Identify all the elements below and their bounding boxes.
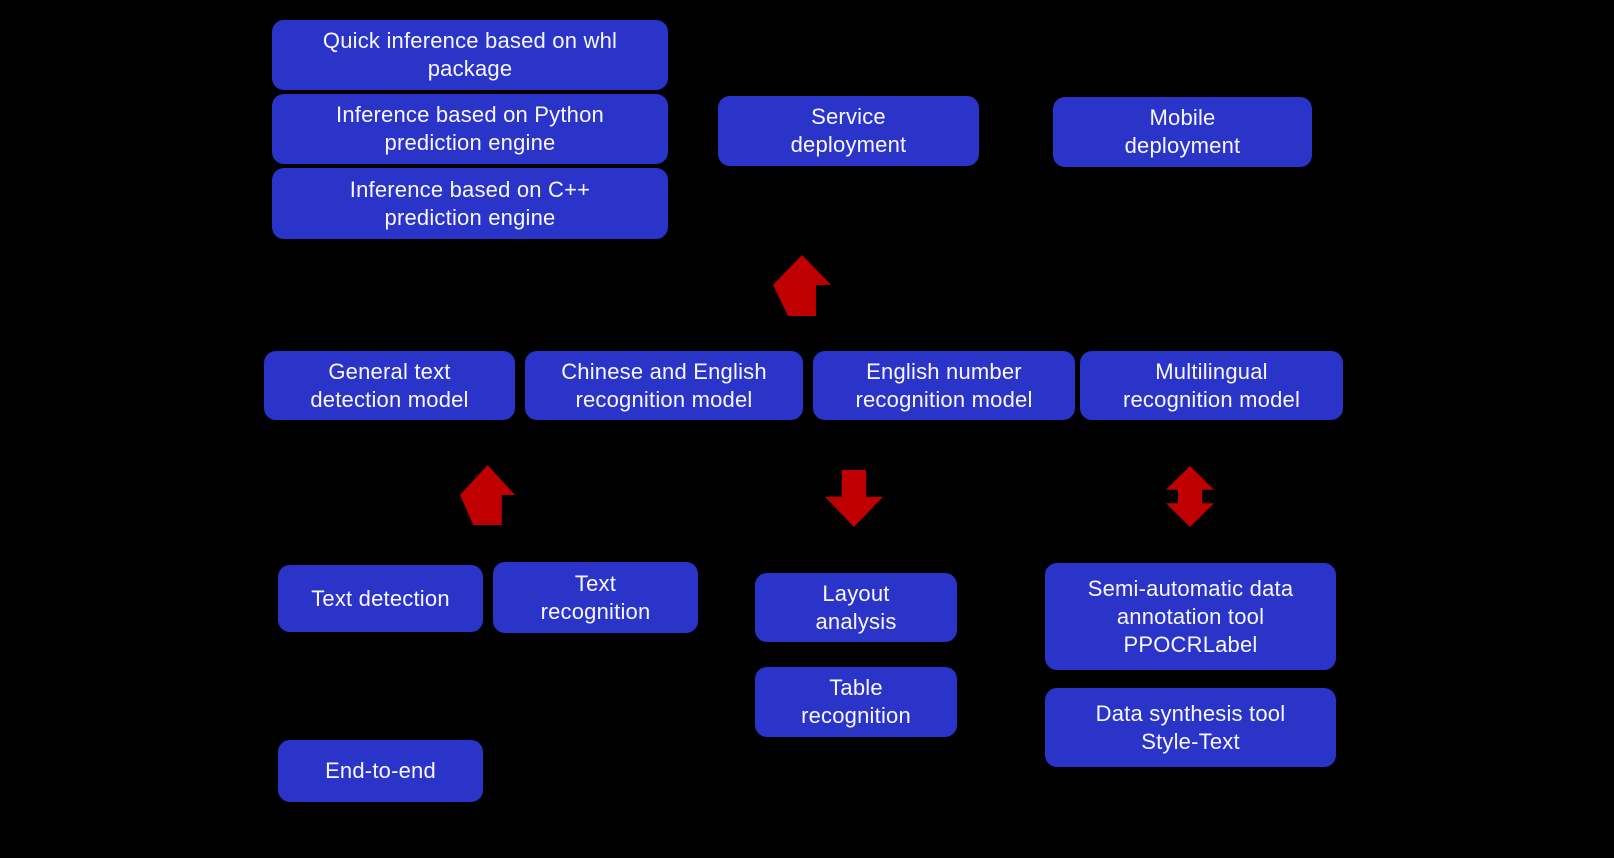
ppocrlabel-annotation-tool-box: Semi-automatic data annotation tool PPOC… — [1045, 563, 1336, 670]
end-to-end-box: End-to-end — [278, 740, 483, 802]
service-up-arrow-icon — [773, 255, 831, 316]
text-detection-box: Text detection — [278, 565, 483, 632]
detection-up-arrow-icon — [460, 465, 515, 525]
quick-inference-whl-box: Quick inference based on whl package — [272, 20, 668, 90]
layout-down-arrow-icon — [825, 470, 883, 527]
annotation-up-down-arrow-icon — [1166, 466, 1214, 527]
layout-analysis-box: Layout analysis — [755, 573, 957, 642]
style-text-synthesis-tool-box: Data synthesis tool Style-Text — [1045, 688, 1336, 767]
table-recognition-box: Table recognition — [755, 667, 957, 737]
cpp-prediction-engine-box: Inference based on C++ prediction engine — [272, 168, 668, 239]
mobile-deployment-box: Mobile deployment — [1053, 97, 1312, 167]
text-recognition-box: Text recognition — [493, 562, 698, 633]
service-deployment-box: Service deployment — [718, 96, 979, 166]
english-number-recognition-model-box: English number recognition model — [813, 351, 1075, 420]
multilingual-recognition-model-box: Multilingual recognition model — [1080, 351, 1343, 420]
chinese-english-recognition-model-box: Chinese and English recognition model — [525, 351, 803, 420]
python-prediction-engine-box: Inference based on Python prediction eng… — [272, 94, 668, 164]
general-text-detection-model-box: General text detection model — [264, 351, 515, 420]
